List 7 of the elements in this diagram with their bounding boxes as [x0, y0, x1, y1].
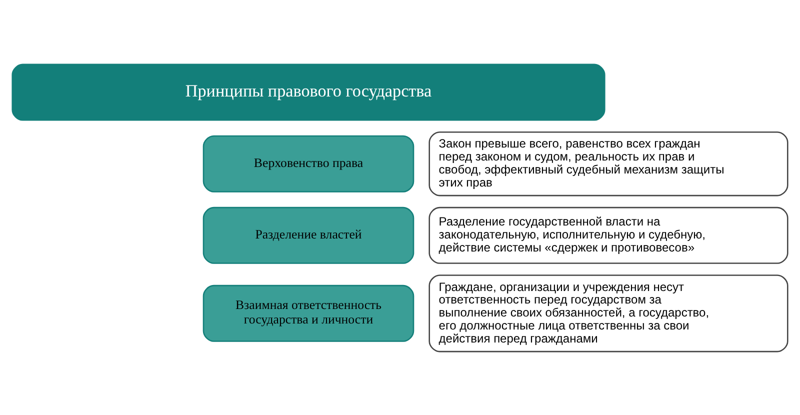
node-box: Принципы правового государства [12, 63, 606, 120]
node-box: Разделение государственной власти на законодательную, исполнительную и судебную, действие системы «сдержек и противовесов» [428, 206, 788, 264]
node-box: Взаимная ответственность государства и личности [202, 284, 414, 342]
node-box: Граждане, организации и учреждения несут ответственность перед государством за выполнение своих обязанностей, а государство, его должностные лица ответственны за свои действия перед гражданами [428, 274, 788, 352]
node-box: Закон превыше всего, равенство всех граждан перед законом и судом, реальность их прав и свобод, эффективный судебный механизм защиты этих прав [428, 131, 788, 196]
node-box: Разделение властей [202, 206, 414, 264]
node-box: Верховенство права [202, 134, 414, 192]
